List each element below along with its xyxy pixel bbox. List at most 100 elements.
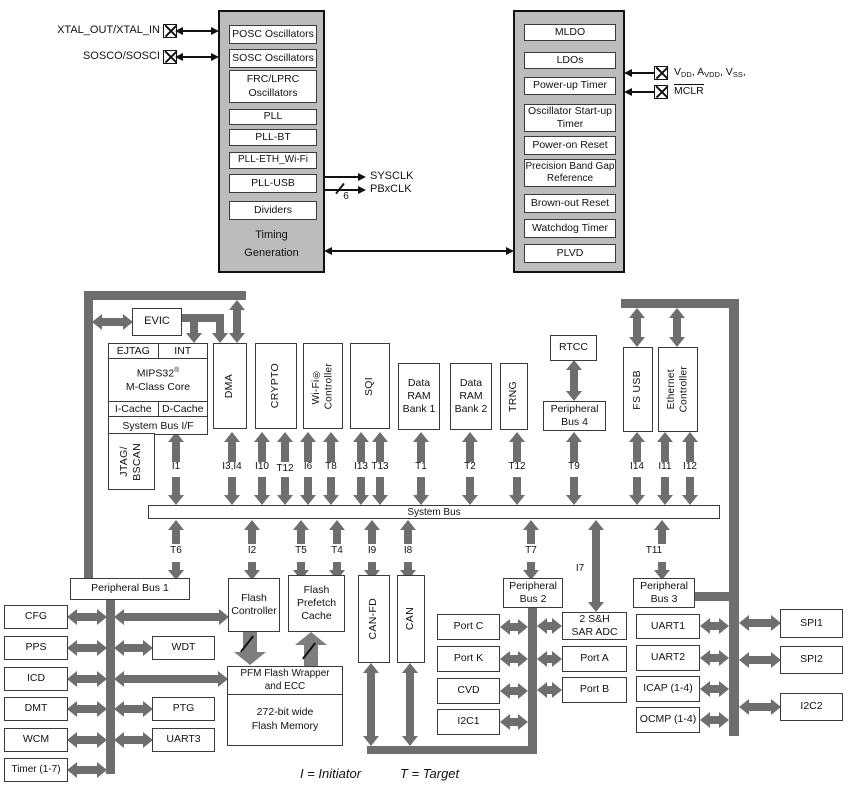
cpu-cache-row: I-Cache D-Cache [109, 402, 207, 417]
block-mldo: MLDO [524, 24, 616, 41]
supply-comma: , [742, 66, 746, 78]
pbxclk-label: PBxCLK [370, 183, 412, 195]
mips-core-line1: MIPS32® [137, 366, 180, 381]
arrow-bus-ptg [114, 700, 153, 717]
supply-pins-label: VDD, AVDD, VSS, [674, 66, 746, 79]
ethernet-label: Ethernet Controller [665, 366, 690, 413]
block-can: CAN [397, 575, 425, 663]
block-icd: ICD [4, 667, 68, 691]
block-flash-controller: Flash Controller [228, 578, 280, 632]
bus-label-t7: T7 [525, 545, 537, 556]
vdd-pin-icon [654, 66, 668, 80]
arrow-ram1-up [412, 432, 429, 462]
bus-label-i13: I13 [354, 461, 368, 472]
block-mips-core: MIPS32® M-Class Core [109, 359, 207, 402]
arrow-dmt-bus [67, 700, 107, 717]
arrow-eth-i11-down [656, 477, 673, 505]
arrow-flashctrl-up [243, 520, 260, 544]
cpu-debug-row: EJTAG INT [109, 344, 207, 359]
block-port-c: Port C [437, 614, 500, 640]
can-fd-label: CAN-FD [367, 598, 380, 640]
mips-core-line2: M-Class Core [125, 380, 191, 393]
arrow-pb3-up [653, 520, 670, 544]
mclr-pin-label: MCLR [674, 84, 704, 97]
block-rtcc: RTCC [550, 335, 597, 361]
arrow-canfd-up [363, 520, 380, 544]
arrow-pb2-down [522, 562, 539, 580]
arrow-cvd-pb2 [500, 682, 528, 699]
arrow-ram2-down [461, 477, 478, 505]
arrow-portk-pb2 [500, 650, 528, 667]
block-cpu-core: EJTAG INT MIPS32® M-Class Core I-Cache D… [108, 343, 208, 435]
supply-dd: DD [681, 70, 692, 79]
block-crypto: CRYPTO [255, 343, 297, 429]
arrow-trunk-spi1 [739, 614, 781, 631]
block-fs-usb: FS USB [623, 347, 653, 432]
arrow-dma-up [223, 432, 240, 462]
block-power-on-reset: Power-on Reset [524, 136, 616, 155]
arrow-i2c1-pb2 [500, 713, 528, 730]
arrow-pb2-up [522, 520, 539, 544]
arrow-trunk-ethernet [668, 308, 685, 347]
block-port-a: Port A [562, 646, 627, 672]
bus-label-t6: T6 [170, 545, 182, 556]
bus-label-i2: I2 [247, 545, 257, 556]
block-sosc: SOSC Oscillators [229, 49, 317, 68]
arrow-sysbus-saradc [587, 520, 604, 612]
block-uart2: UART2 [636, 645, 700, 671]
block-ejtag: EJTAG [109, 344, 159, 358]
top-right-trunk-line [621, 299, 738, 308]
arrow-canfd-bus [362, 663, 379, 746]
arrow-ocmp-trunk [700, 711, 729, 728]
fs-usb-label: FS USB [631, 369, 644, 410]
arrow-pps-bus [67, 639, 107, 656]
bus-label-i14: I14 [630, 461, 644, 472]
arrow-ram1-down [412, 477, 429, 505]
arrow-cfg-bus [67, 608, 107, 625]
block-uart1: UART1 [636, 614, 700, 639]
block-peripheral-bus3: Peripheral Bus 3 [633, 578, 695, 608]
arrow-pbxclk [325, 185, 366, 194]
arrow-core-up [167, 432, 184, 462]
arrow-sosc-timing [175, 52, 219, 61]
arrow-wifi-t-down [322, 477, 339, 505]
legend-initiator: I = Initiator [300, 766, 362, 781]
arrow-bus-pfm [114, 670, 228, 687]
arrow-mclr-power [624, 87, 655, 96]
arrow-evic-trunk [92, 313, 133, 330]
block-flash-memory-group: PFM Flash Wrapper and ECC 272-bit wide F… [227, 666, 343, 746]
block-icache: I-Cache [109, 402, 159, 416]
bus-label-t13: T13 [371, 461, 389, 472]
block-wdt: WDT [152, 636, 215, 660]
arrow-trng-down [508, 477, 525, 505]
block-pps: PPS [4, 636, 68, 660]
bus-label-t5: T5 [295, 545, 307, 556]
bus-label-i3i4: I3,I4 [222, 461, 242, 472]
block-flash-prefetch-cache: Flash Prefetch Cache [288, 575, 345, 632]
arrow-uart1-trunk [700, 617, 729, 634]
block-brownout-reset: Brown-out Reset [524, 194, 616, 213]
power-reset-block: MLDO LDOs Power-up Timer Oscillator Star… [513, 10, 625, 273]
arrow-trunk-fsusb [628, 308, 645, 347]
bus-label-i1: I1 [171, 461, 181, 472]
arrow-prefetch-t5-down [292, 562, 309, 580]
block-can-fd: CAN-FD [358, 575, 390, 663]
mips-reg-mark: ® [174, 366, 180, 374]
legend-target: T = Target [400, 766, 460, 781]
arrow-can-up [399, 520, 416, 544]
arrow-uart2-trunk [700, 649, 729, 666]
block-sqi: SQI [350, 343, 390, 429]
arrow-crypto-i-up [253, 432, 270, 462]
system-bus-bar: System Bus [148, 505, 720, 519]
right-trunk-line [729, 299, 739, 736]
bus-label-t4: T4 [331, 545, 343, 556]
block-osc-startup-timer: Oscillator Start-up Timer [524, 104, 616, 132]
arrow-fsusb-up [628, 432, 645, 462]
block-ldos: LDOs [524, 52, 616, 69]
block-peripheral-bus4: Peripheral Bus 4 [543, 401, 606, 431]
arrow-wifi-i-down [299, 477, 316, 505]
arrow-sqi-t-down [371, 477, 388, 505]
sysclk-label: SYSCLK [370, 170, 414, 182]
block-port-k: Port K [437, 646, 500, 672]
